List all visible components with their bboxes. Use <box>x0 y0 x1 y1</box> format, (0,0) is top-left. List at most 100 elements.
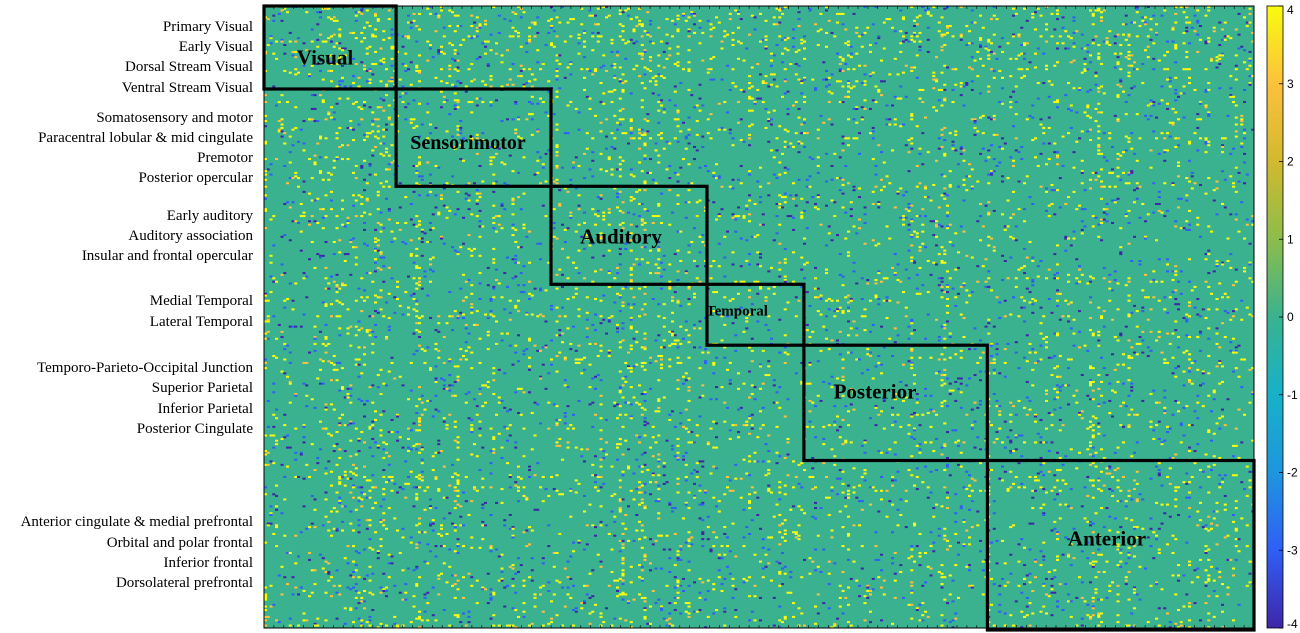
matrix-cell <box>583 221 587 224</box>
matrix-cell <box>995 57 999 60</box>
matrix-cell <box>701 351 705 354</box>
matrix-cell <box>668 413 672 416</box>
matrix-cell <box>731 216 735 219</box>
matrix-cell <box>572 161 576 164</box>
matrix-cell <box>409 218 413 221</box>
matrix-cell <box>1003 375 1007 378</box>
matrix-cell <box>783 166 787 169</box>
matrix-cell <box>629 344 633 347</box>
matrix-cell <box>481 101 485 104</box>
matrix-cell <box>629 137 633 140</box>
matrix-cell <box>698 42 702 45</box>
matrix-cell <box>709 35 713 38</box>
matrix-cell <box>1091 367 1095 370</box>
matrix-cell <box>1163 412 1167 415</box>
matrix-cell <box>470 351 474 354</box>
matrix-cell <box>387 208 391 211</box>
matrix-cell <box>629 38 633 41</box>
matrix-cell <box>893 206 897 209</box>
matrix-cell <box>869 107 873 110</box>
matrix-cell <box>1204 137 1208 140</box>
matrix-cell <box>530 133 534 136</box>
matrix-cell <box>924 246 928 249</box>
matrix-cell <box>321 382 325 385</box>
matrix-cell <box>1144 114 1148 117</box>
matrix-cell <box>478 272 482 275</box>
matrix-cell <box>979 339 983 342</box>
matrix-cell <box>847 85 851 88</box>
matrix-cell <box>440 106 444 109</box>
matrix-cell <box>970 56 974 59</box>
matrix-cell <box>456 52 460 55</box>
matrix-cell <box>621 396 625 399</box>
matrix-cell <box>838 12 842 15</box>
matrix-cell <box>907 223 911 226</box>
matrix-cell <box>632 42 636 45</box>
matrix-cell <box>1221 54 1225 57</box>
matrix-cell <box>728 361 732 364</box>
matrix-cell <box>646 31 650 34</box>
matrix-cell <box>781 12 785 15</box>
matrix-cell <box>624 242 628 245</box>
matrix-cell <box>544 320 548 323</box>
matrix-cell <box>264 125 268 128</box>
matrix-cell <box>368 213 372 216</box>
matrix-cell <box>814 266 818 269</box>
matrix-cell <box>819 114 823 117</box>
matrix-cell <box>1056 332 1060 335</box>
matrix-cell <box>423 361 427 364</box>
matrix-cell <box>932 87 936 90</box>
matrix-cell <box>1113 199 1117 202</box>
matrix-cell <box>492 379 496 382</box>
matrix-cell <box>1166 107 1170 110</box>
matrix-cell <box>918 97 922 100</box>
matrix-cell <box>693 346 697 349</box>
matrix-cell <box>464 393 468 396</box>
matrix-cell <box>877 361 881 364</box>
matrix-cell <box>877 272 881 275</box>
matrix-cell <box>687 116 691 119</box>
matrix-cell <box>803 121 807 124</box>
matrix-cell <box>308 192 312 195</box>
matrix-cell <box>437 410 441 413</box>
matrix-cell <box>618 9 622 12</box>
matrix-cell <box>877 35 881 38</box>
matrix-cell <box>668 47 672 50</box>
matrix-cell <box>398 375 402 378</box>
matrix-cell <box>618 413 622 416</box>
matrix-cell <box>781 206 785 209</box>
matrix-cell <box>1179 270 1183 273</box>
matrix-cell <box>283 132 287 135</box>
matrix-cell <box>283 69 287 72</box>
matrix-cell <box>915 23 919 26</box>
matrix-cell <box>294 40 298 43</box>
matrix-cell <box>1215 332 1219 335</box>
matrix-cell <box>1113 52 1117 55</box>
matrix-cell <box>1124 14 1128 17</box>
matrix-cell <box>640 54 644 57</box>
matrix-cell <box>352 75 356 78</box>
matrix-cell <box>495 413 499 416</box>
matrix-cell <box>819 28 823 31</box>
matrix-cell <box>772 285 776 288</box>
matrix-cell <box>932 71 936 74</box>
matrix-cell <box>687 389 691 392</box>
matrix-cell <box>434 348 438 351</box>
matrix-cell <box>1094 83 1098 86</box>
matrix-cell <box>638 202 642 205</box>
matrix-cell <box>280 38 284 41</box>
matrix-cell <box>445 322 449 325</box>
matrix-cell <box>816 30 820 33</box>
matrix-cell <box>929 273 933 276</box>
matrix-cell <box>643 361 647 364</box>
matrix-cell <box>827 348 831 351</box>
matrix-cell <box>1064 235 1068 238</box>
matrix-cell <box>467 247 471 250</box>
matrix-cell <box>693 31 697 34</box>
matrix-cell <box>786 37 790 40</box>
matrix-cell <box>418 80 422 83</box>
matrix-cell <box>657 54 661 57</box>
matrix-cell <box>921 208 925 211</box>
matrix-cell <box>547 114 551 117</box>
matrix-cell <box>1229 341 1233 344</box>
